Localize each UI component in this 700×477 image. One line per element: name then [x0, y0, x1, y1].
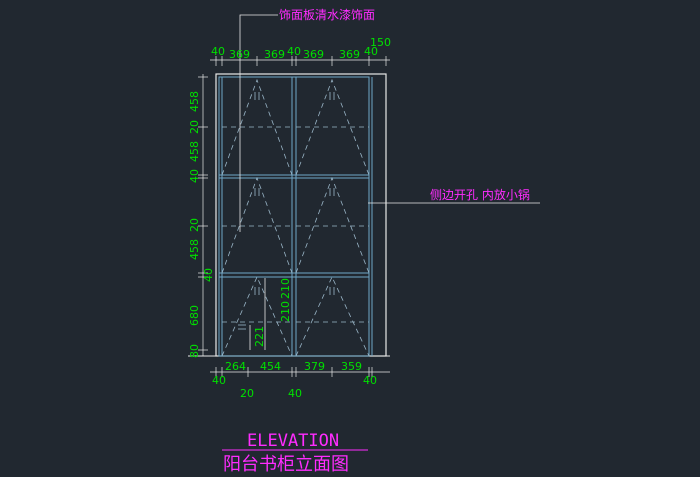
top-finish-leader: [239, 14, 278, 232]
inner-dimension-lines: [249, 278, 266, 350]
handle-marks: [238, 92, 335, 330]
dim-left-6: 40: [202, 268, 215, 282]
dim-bottom-a-3: 359: [341, 360, 362, 373]
dim-top-right: 150: [370, 36, 391, 49]
dim-top-0: 40: [211, 45, 225, 58]
dim-left-5: 458: [188, 239, 201, 260]
dim-left-3: 40: [188, 169, 201, 183]
dim-inner-1: 210: [279, 278, 292, 299]
dim-left-8: 80: [188, 344, 201, 358]
left-dimension-line: [198, 74, 208, 357]
shelves: [219, 174, 369, 278]
title-english: ELEVATION: [247, 431, 339, 451]
side-hole-note: 侧边开孔 内放小锅: [430, 187, 530, 202]
dim-bottom-a-0: 264: [225, 360, 246, 373]
dim-top-3: 40: [287, 45, 301, 58]
dim-bottom-b-1: 40: [363, 374, 377, 387]
dim-left-7: 680: [188, 305, 201, 326]
dim-bottom-a-1: 454: [260, 360, 281, 373]
dim-top-5: 369: [339, 48, 360, 61]
dim-left-4: 20: [188, 218, 201, 232]
cabinet-outline: [215, 73, 387, 357]
dim-left-1: 20: [188, 120, 201, 134]
dim-top-4: 369: [303, 48, 324, 61]
dim-inner-2: 221: [253, 326, 266, 347]
dim-bottom-c-0: 20: [240, 387, 254, 400]
dim-inner-0: 210: [279, 301, 292, 322]
dim-bottom-b-0: 40: [212, 374, 226, 387]
dim-left-2: 458: [188, 141, 201, 162]
dim-bottom-c-1: 40: [288, 387, 302, 400]
top-dimension-line: [210, 56, 390, 66]
dim-top-6: 40: [364, 45, 378, 58]
title-chinese: 阳台书柜立面图: [223, 454, 349, 475]
mullions: [221, 77, 297, 356]
dim-top-2: 369: [264, 48, 285, 61]
dim-top-1: 369: [229, 48, 250, 61]
dim-left-0: 458: [188, 91, 201, 112]
door-swing-hatch: [221, 78, 370, 357]
dim-bottom-a-2: 379: [304, 360, 325, 373]
bottom-dimension-line: [210, 367, 390, 377]
top-finish-note: 饰面板清水漆饰面: [279, 8, 375, 22]
cabinet-frame: [218, 76, 370, 357]
